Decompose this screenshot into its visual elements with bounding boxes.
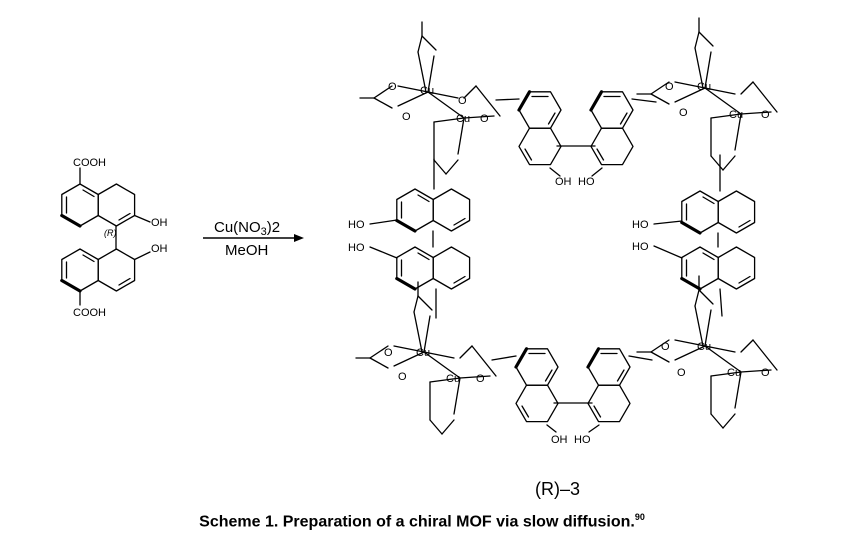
- stereo-descriptor: (R): [104, 228, 117, 238]
- cu-label: Cu: [727, 367, 741, 379]
- cu-cluster-top-right: Cu Cu O O O: [636, 17, 778, 171]
- o-label: O: [677, 367, 686, 379]
- bottom-oh: OH: [551, 434, 568, 446]
- cu-label: Cu: [416, 347, 430, 359]
- linker-bottom-right: [586, 347, 632, 424]
- linker-top-left: [517, 90, 563, 167]
- reactant-cooh-top: COOH: [73, 157, 106, 169]
- cu-label: Cu: [446, 373, 460, 385]
- o-label: O: [761, 109, 770, 121]
- solvent-label: MeOH: [225, 242, 268, 259]
- naphthalene-ring-top: [60, 182, 137, 228]
- cu-cluster-top-left: Cu Cu O O O O: [359, 21, 501, 175]
- o-label: O: [388, 81, 397, 93]
- product-mof: OH HO OH HO HO HO HO HO Cu Cu O: [348, 17, 778, 446]
- cu-label: Cu: [729, 109, 743, 121]
- top-ho: HO: [578, 176, 595, 188]
- cu-label: Cu: [420, 85, 434, 97]
- product-label: (R)–3: [535, 479, 580, 499]
- right-ho-1: HO: [632, 219, 649, 231]
- naphthalene-ring-bottom: [60, 247, 137, 293]
- scheme-caption: Scheme 1. Preparation of a chiral MOF vi…: [0, 512, 844, 531]
- o-label: O: [761, 367, 770, 379]
- oh-bond-bottom: [133, 251, 151, 261]
- reactant-oh-1: OH: [151, 217, 168, 229]
- bottom-ho: HO: [574, 434, 591, 446]
- left-ho-2: HO: [348, 242, 365, 254]
- cu-label: Cu: [697, 81, 711, 93]
- arrow-head-icon: [294, 234, 304, 242]
- linker-top-right: [589, 90, 635, 167]
- reactant-molecule: COOH COOH OH OH (R): [60, 157, 168, 319]
- reaction-arrow-group: Cu(NO3)2 MeOH: [203, 219, 304, 259]
- caption-ref: 90: [634, 512, 645, 522]
- cu-label: Cu: [697, 341, 711, 353]
- reactant-cooh-bottom: COOH: [73, 307, 106, 319]
- left-ho-1: HO: [348, 219, 365, 231]
- cu-cluster-bottom-left: Cu Cu O O O: [355, 281, 497, 435]
- o-label: O: [458, 95, 467, 107]
- cu-cluster-bottom-right: Cu Cu O O O: [636, 275, 778, 429]
- o-label: O: [480, 113, 489, 125]
- o-label: O: [476, 373, 485, 385]
- reactant-oh-2: OH: [151, 243, 168, 255]
- o-label: O: [402, 111, 411, 123]
- linker-bottom-left: [514, 347, 560, 424]
- right-ho-2: HO: [632, 241, 649, 253]
- linker-right-bottom: [680, 245, 757, 291]
- o-label: O: [679, 107, 688, 119]
- cu-label: Cu: [456, 113, 470, 125]
- reagent-label: Cu(NO3)2: [214, 219, 280, 238]
- linker-left-bottom: [395, 245, 472, 291]
- linker-left-top: [395, 187, 472, 233]
- o-label: O: [665, 81, 674, 93]
- o-label: O: [384, 347, 393, 359]
- oh-bond-top: [133, 214, 151, 223]
- o-label: O: [661, 341, 670, 353]
- top-oh: OH: [555, 176, 572, 188]
- o-label: O: [398, 371, 407, 383]
- caption-text: Scheme 1. Preparation of a chiral MOF vi…: [199, 513, 635, 531]
- linker-right-top: [680, 189, 757, 235]
